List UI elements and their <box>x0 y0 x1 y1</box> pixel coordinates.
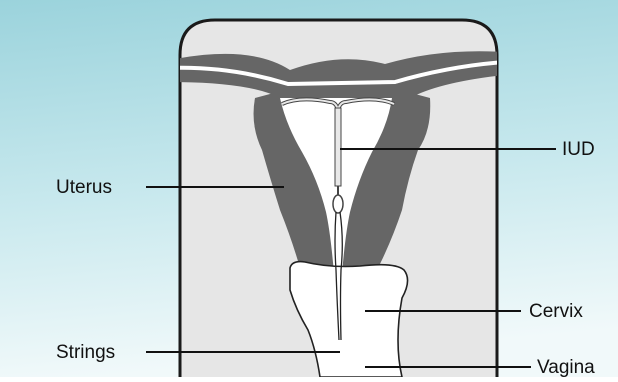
cervix-label: Cervix <box>529 302 583 321</box>
vagina-label: Vagina <box>537 358 595 377</box>
uterus-label: Uterus <box>56 178 112 197</box>
strings-label: Strings <box>56 343 115 362</box>
iud-label: IUD <box>562 140 595 159</box>
